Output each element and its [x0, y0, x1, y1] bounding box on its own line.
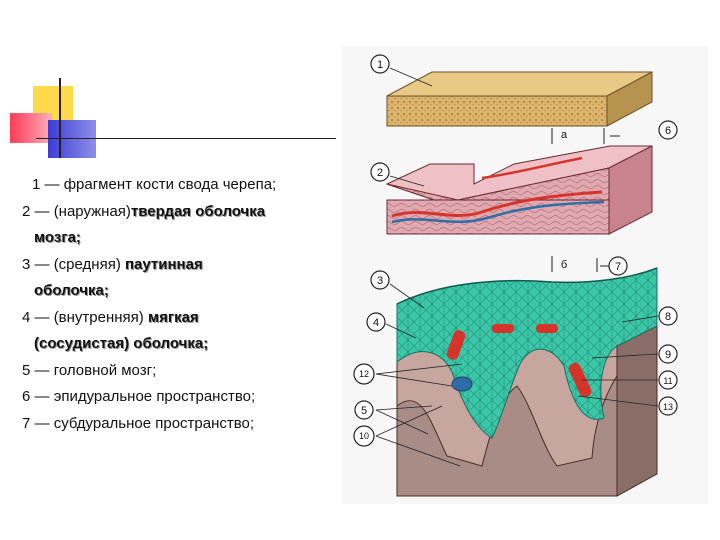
label-1: 1	[377, 59, 383, 71]
legend-text: эпидуральное пространство;	[53, 388, 256, 405]
blood-vessels	[446, 324, 592, 398]
legend-number: 5 —	[22, 361, 50, 379]
legend-term: мягкая	[147, 308, 199, 326]
label-b: б	[561, 259, 567, 271]
label-2: 2	[377, 167, 383, 179]
legend-number: 7 —	[22, 414, 50, 432]
legend-number: 1 —	[32, 176, 60, 193]
deco-vertical-line	[59, 78, 61, 158]
legend-item-7: 7 — субдуральное пространство;	[22, 411, 342, 438]
legend: 1 — фрагмент кости свода черепа; 2 — (на…	[22, 172, 342, 437]
label-9: 9	[665, 349, 671, 361]
legend-term-cont: мозга;	[34, 229, 81, 246]
label-4: 4	[373, 317, 379, 329]
label-8: 8	[665, 311, 671, 323]
legend-number: 4 —	[22, 308, 50, 326]
legend-text: (внутренняя)	[53, 308, 144, 326]
legend-text: головной мозг;	[53, 361, 157, 379]
deco-blue-square	[48, 120, 96, 158]
label-7: 7	[615, 261, 621, 273]
legend-term-cont: оболочка;	[34, 282, 109, 299]
legend-term: паутинная	[125, 255, 203, 273]
arachnoid-mater	[396, 267, 658, 439]
legend-text: фрагмент кости свода черепа;	[63, 176, 277, 193]
bone-fragment	[386, 71, 653, 127]
number-markers	[353, 54, 678, 447]
legend-item-4: 4 — (внутренняя) мягкая (сосудистая) обо…	[22, 305, 342, 358]
label-10: 10	[359, 431, 369, 441]
subdural-space-marker	[551, 256, 610, 272]
legend-number: 3 —	[22, 255, 50, 273]
dura-mater-block	[385, 145, 653, 235]
label-5: 5	[361, 405, 367, 417]
legend-number: 6 —	[22, 388, 50, 405]
legend-item-1: 1 — фрагмент кости свода черепа;	[22, 172, 342, 199]
callout-lines	[375, 67, 659, 467]
epidural-space-marker	[551, 128, 620, 144]
legend-text: (наружная)	[53, 202, 131, 220]
label-11: 11	[663, 376, 672, 386]
label-13: 13	[663, 402, 673, 412]
label-12: 12	[359, 369, 369, 379]
label-a: a	[561, 129, 568, 141]
legend-term: твердая оболочка	[130, 202, 266, 220]
legend-item-2: 2 — (наружная)твердая оболочка мозга;	[22, 199, 342, 252]
label-6: 6	[665, 125, 671, 137]
legend-text: субдуральное пространство;	[53, 414, 255, 432]
legend-term-cont: (сосудистая) оболочка;	[34, 335, 209, 352]
legend-text: (средняя)	[53, 255, 121, 273]
legend-item-5: 5 — головной мозг;	[22, 358, 342, 385]
legend-number: 2 —	[22, 202, 50, 220]
legend-item-3: 3 — (средняя) паутинная оболочка;	[22, 252, 342, 305]
meninges-illustration: 1 2 3 4 6 7 8 9 11 13 12 5 10 a б	[353, 54, 678, 497]
label-3: 3	[377, 275, 383, 287]
legend-item-6: 6 — эпидуральное пространство;	[22, 384, 342, 411]
meninges-figure: 1 2 3 4 6 7 8 9 11 13 12 5 10 a б	[342, 46, 708, 504]
deco-horizontal-line	[36, 138, 336, 139]
